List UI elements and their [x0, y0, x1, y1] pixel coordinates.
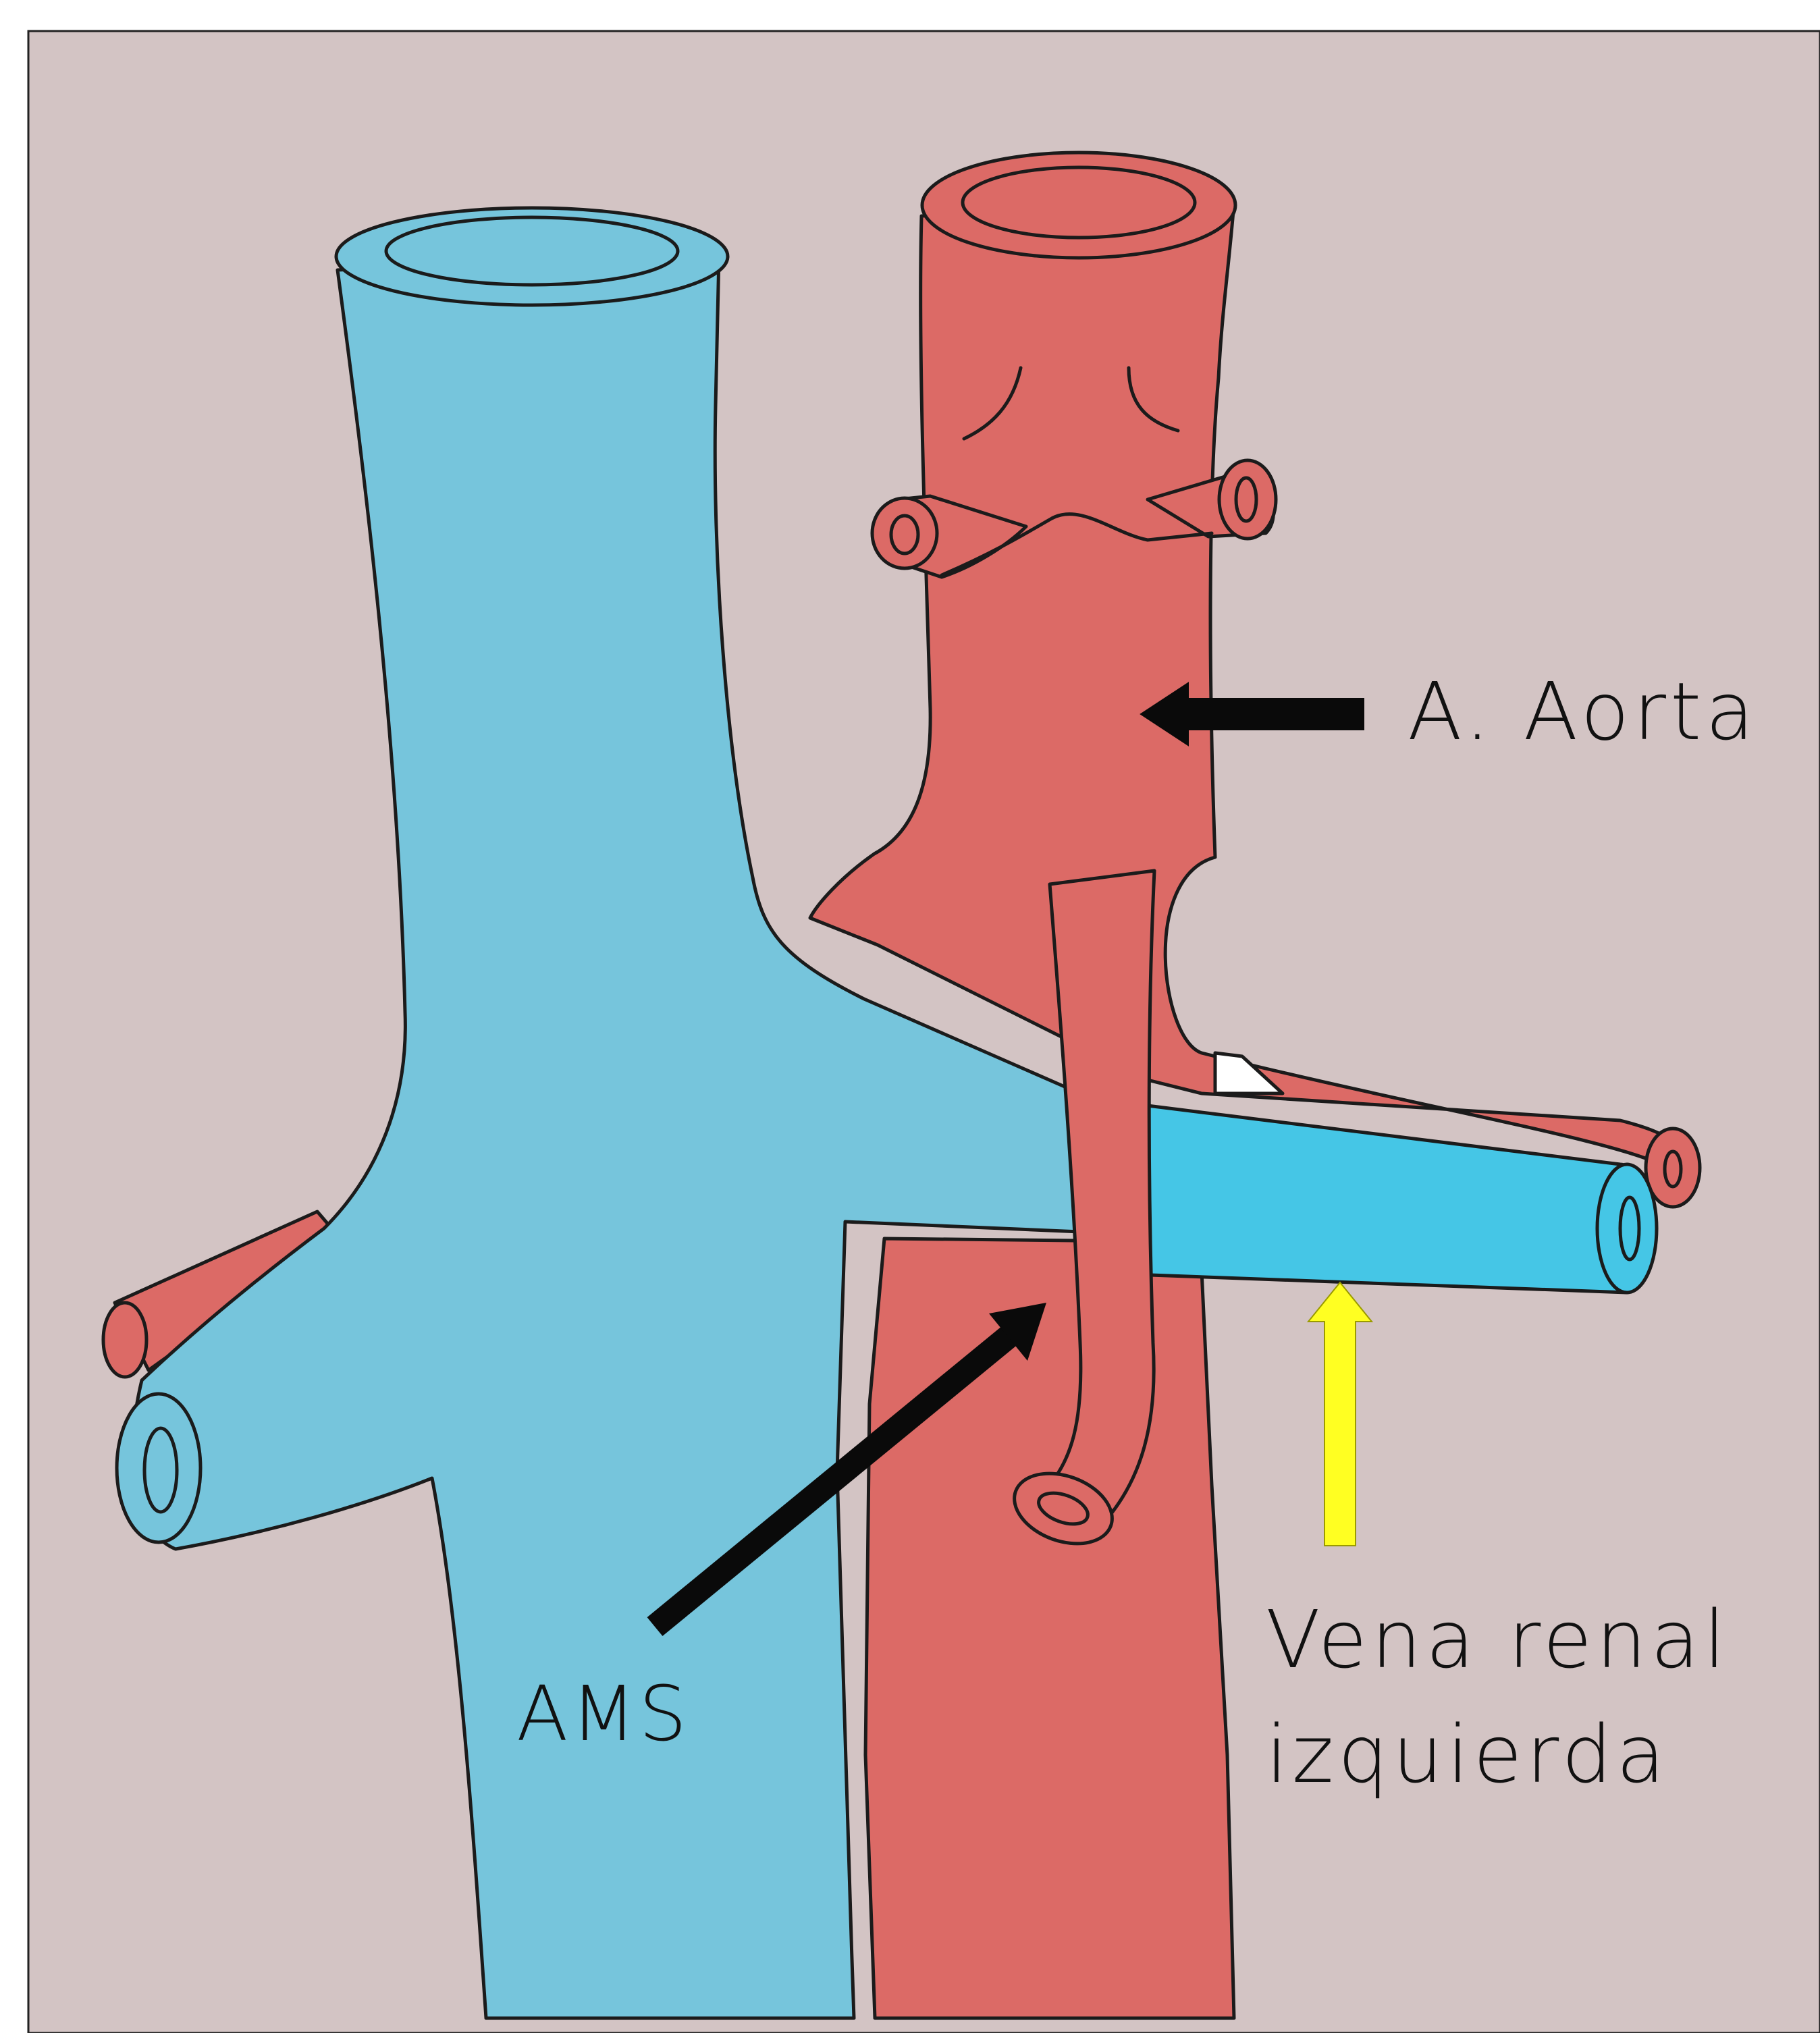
aorta-label: A. Aorta — [1408, 665, 1759, 758]
ams-label: AMS — [516, 1671, 689, 1758]
renal-vein-label-line1: Vena renal — [1266, 1593, 1730, 1686]
renal-vein-label-line2: izquierda — [1266, 1708, 1669, 1801]
